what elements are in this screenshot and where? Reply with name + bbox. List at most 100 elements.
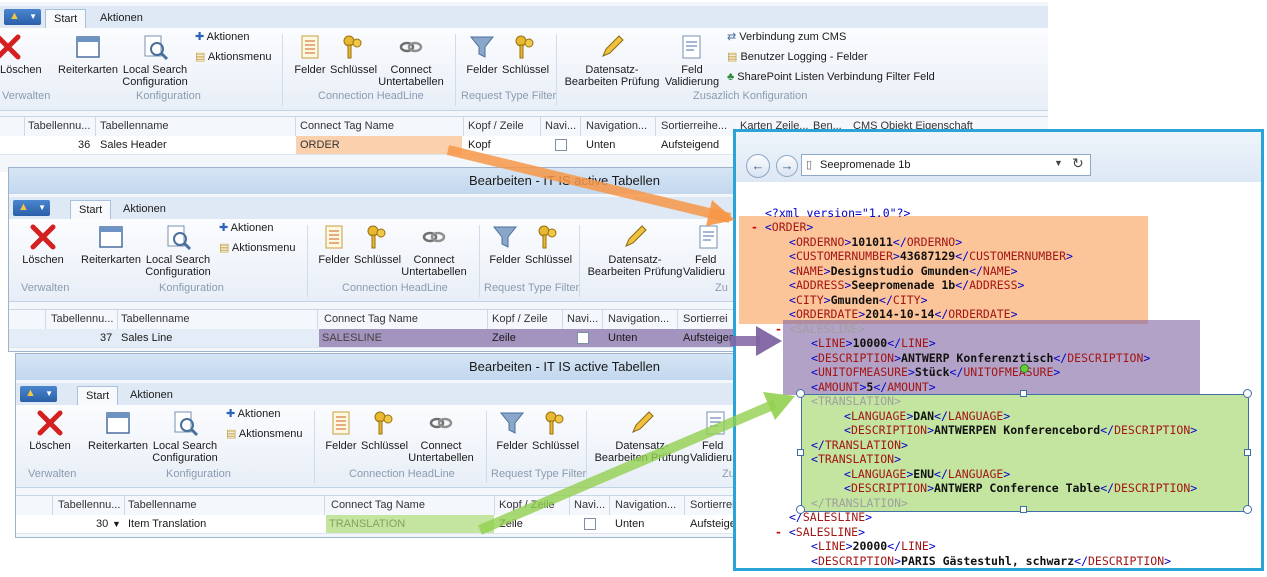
col-head-line[interactable]: Kopf / Zeile	[468, 120, 524, 132]
back-button[interactable]: ←	[746, 154, 770, 178]
connect-subtables-button[interactable]: Connect Untertabellen	[401, 223, 467, 278]
col-table-name[interactable]: Tabellenname	[121, 313, 190, 325]
col-sort-order[interactable]: Sortierrei	[690, 499, 735, 511]
navi-checkbox[interactable]	[577, 332, 589, 344]
fields-button[interactable]: Felder	[314, 223, 354, 266]
actions-menu-button[interactable]: ▤ Aktionsmenu	[195, 51, 271, 64]
selection-handle[interactable]	[797, 449, 804, 456]
filter-keys-button[interactable]: Schlüssel	[532, 409, 579, 452]
col-head-line[interactable]: Kopf / Zeile	[492, 313, 548, 325]
cell-connect-tag[interactable]: TRANSLATION	[329, 518, 406, 530]
purple-arrow	[730, 326, 782, 356]
local-search-button[interactable]: Local Search Configuration	[150, 409, 220, 464]
keys-button[interactable]: Schlüssel	[361, 409, 408, 452]
actions-small-button[interactable]: ✚ Aktionen	[195, 31, 249, 44]
table-row[interactable]: 30 ▼ Item Translation TRANSLATION Zeile …	[16, 515, 742, 534]
col-table-name[interactable]: Tabellenname	[128, 499, 197, 511]
filter-fields-button[interactable]: Felder	[462, 33, 502, 76]
address-bar[interactable]: ▯ Seepromenade 1b	[801, 154, 1091, 176]
col-table-number[interactable]: Tabellennu...	[58, 499, 121, 511]
navi-checkbox[interactable]	[584, 518, 596, 530]
filter-keys-button[interactable]: Schlüssel	[525, 223, 572, 266]
selection-handle[interactable]	[1243, 505, 1252, 514]
fields-button[interactable]: Felder	[321, 409, 361, 452]
divider	[95, 117, 96, 136]
col-connect-tag[interactable]: Connect Tag Name	[300, 120, 394, 132]
selection-handle[interactable]	[1243, 389, 1252, 398]
cms-connection-button[interactable]: ⇄ Verbindung zum CMS	[727, 31, 846, 44]
actions-small-button[interactable]: ✚ Aktionen	[219, 222, 273, 235]
tab-start[interactable]: Start	[45, 9, 87, 28]
keys-button[interactable]: Schlüssel	[354, 223, 401, 266]
connect-subtables-button[interactable]: Connect Untertabellen	[378, 33, 444, 88]
col-table-name[interactable]: Tabellenname	[100, 120, 169, 132]
actions-menu-button[interactable]: ▤ Aktionsmenu	[219, 242, 295, 255]
tabs-button[interactable]: Reiterkarten	[86, 409, 150, 452]
app-menu-button[interactable]: ▲▼	[4, 9, 41, 25]
delete-label: Löschen	[0, 64, 42, 76]
table-row[interactable]: 37 Sales Line SALESLINE Zeile Unten Aufs…	[9, 329, 742, 348]
app-menu-button[interactable]: ▲▼	[20, 386, 57, 402]
delete-icon	[37, 410, 63, 436]
col-navi[interactable]: Navi...	[545, 120, 577, 132]
selection-handle[interactable]	[1020, 506, 1027, 513]
sharepoint-filter-button[interactable]: ♣ SharePoint Listen Verbindung Filter Fe…	[727, 71, 935, 84]
sharepoint-icon: ♣	[727, 71, 735, 83]
col-navigation[interactable]: Navigation...	[615, 499, 677, 511]
col-connect-tag[interactable]: Connect Tag Name	[324, 313, 418, 325]
actions-icon: ✚	[219, 222, 229, 234]
delete-button[interactable]: Löschen	[26, 409, 74, 452]
col-navigation[interactable]: Navigation...	[608, 313, 670, 325]
navi-checkbox[interactable]	[555, 139, 567, 151]
col-navi[interactable]: Navi...	[567, 313, 599, 325]
col-connect-tag[interactable]: Connect Tag Name	[331, 499, 425, 511]
tab-start[interactable]: Start	[70, 200, 112, 219]
user-logging-button[interactable]: ▤ Benutzer Logging - Felder	[727, 51, 868, 64]
selection-handle[interactable]	[1020, 390, 1027, 397]
app-menu-button[interactable]: ▲▼	[13, 200, 50, 216]
connect-subtables-button[interactable]: Connect Untertabellen	[408, 409, 474, 464]
cell-table-name: Sales Header	[100, 139, 167, 151]
col-navi[interactable]: Navi...	[574, 499, 606, 511]
cell-connect-tag[interactable]: ORDER	[300, 139, 340, 151]
tab-aktionen[interactable]: Aktionen	[123, 203, 166, 215]
tabs-button[interactable]: Reiterkarten	[79, 223, 143, 266]
record-edit-check-button[interactable]: Datensatz- Bearbeiten Prüfung	[562, 33, 662, 88]
tab-aktionen[interactable]: Aktionen	[130, 389, 173, 401]
selection-handle[interactable]	[796, 389, 805, 398]
selection-handle[interactable]	[1244, 449, 1251, 456]
filter-keys-button[interactable]: Schlüssel	[502, 33, 549, 76]
filter-fields-button[interactable]: Felder	[492, 409, 532, 452]
tabs-button[interactable]: Reiterkarten	[56, 33, 120, 76]
divider	[684, 496, 685, 515]
local-search-button[interactable]: Local Search Configuration	[120, 33, 190, 88]
search-dropdown-icon[interactable]: ▼	[1054, 158, 1063, 168]
cell-connect-tag[interactable]: SALESLINE	[322, 332, 382, 344]
delete-button[interactable]: Löschen	[0, 33, 42, 76]
actions-menu-label: Aktionsmenu	[231, 242, 296, 254]
fields-button[interactable]: Felder	[290, 33, 330, 76]
tab-aktionen[interactable]: Aktionen	[100, 12, 143, 24]
refresh-icon[interactable]: ↻	[1072, 155, 1084, 171]
col-navigation[interactable]: Navigation...	[586, 120, 648, 132]
col-sort-order[interactable]: Sortierrei	[683, 313, 728, 325]
col-table-number[interactable]: Tabellennu...	[28, 120, 91, 132]
field-validation-button[interactable]: Feld Validieru	[683, 223, 733, 278]
actions-small-button[interactable]: ✚ Aktionen	[226, 408, 280, 421]
selection-handle[interactable]	[796, 505, 805, 514]
rotate-handle[interactable]	[1020, 364, 1029, 373]
filter-fields-button[interactable]: Felder	[485, 223, 525, 266]
delete-button[interactable]: Löschen	[19, 223, 67, 266]
keys-button[interactable]: Schlüssel	[330, 33, 377, 76]
col-sort-order[interactable]: Sortierreihe...	[661, 120, 728, 132]
tab-start[interactable]: Start	[77, 386, 119, 405]
local-search-button[interactable]: Local Search Configuration	[143, 223, 213, 278]
actions-menu-button[interactable]: ▤ Aktionsmenu	[226, 428, 302, 441]
record-edit-label-1: Datensatz-	[615, 440, 669, 452]
record-edit-check-button[interactable]: Datensatz- Bearbeiten Prüfung	[585, 223, 685, 278]
field-validation-button[interactable]: Feld Validierung	[662, 33, 722, 88]
row-dropdown-icon[interactable]: ▼	[112, 519, 121, 529]
forward-button[interactable]: →	[776, 155, 798, 177]
col-table-number[interactable]: Tabellennu...	[51, 313, 114, 325]
